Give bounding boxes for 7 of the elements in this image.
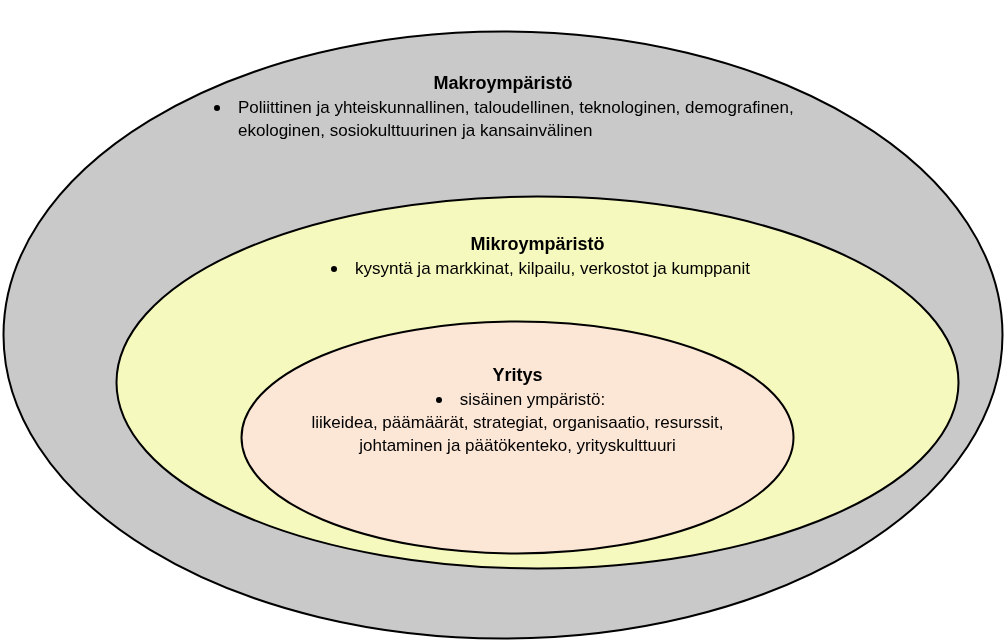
bullet-text: sisäinen ympäristö: xyxy=(459,389,606,411)
bullet-text: kysyntä ja markkinat, kilpailu, verkostot ja kumppanit xyxy=(355,258,750,280)
heading: Yritys xyxy=(492,364,543,386)
bullet-text: Poliittinen ja yhteiskunnallinen, taloudellinen, teknologinen, demografinen, ekologinen, sosiokulttuurinen ja kansainvälinen xyxy=(238,97,795,142)
body-text: liikeidea, päämäärät, strategiat, organisaatio, resurssit, johtaminen ja päätökenteko, yrityskulttuuri xyxy=(310,412,725,457)
heading: Mikroympäristö xyxy=(470,233,605,255)
heading: Makroympäristö xyxy=(433,72,573,94)
